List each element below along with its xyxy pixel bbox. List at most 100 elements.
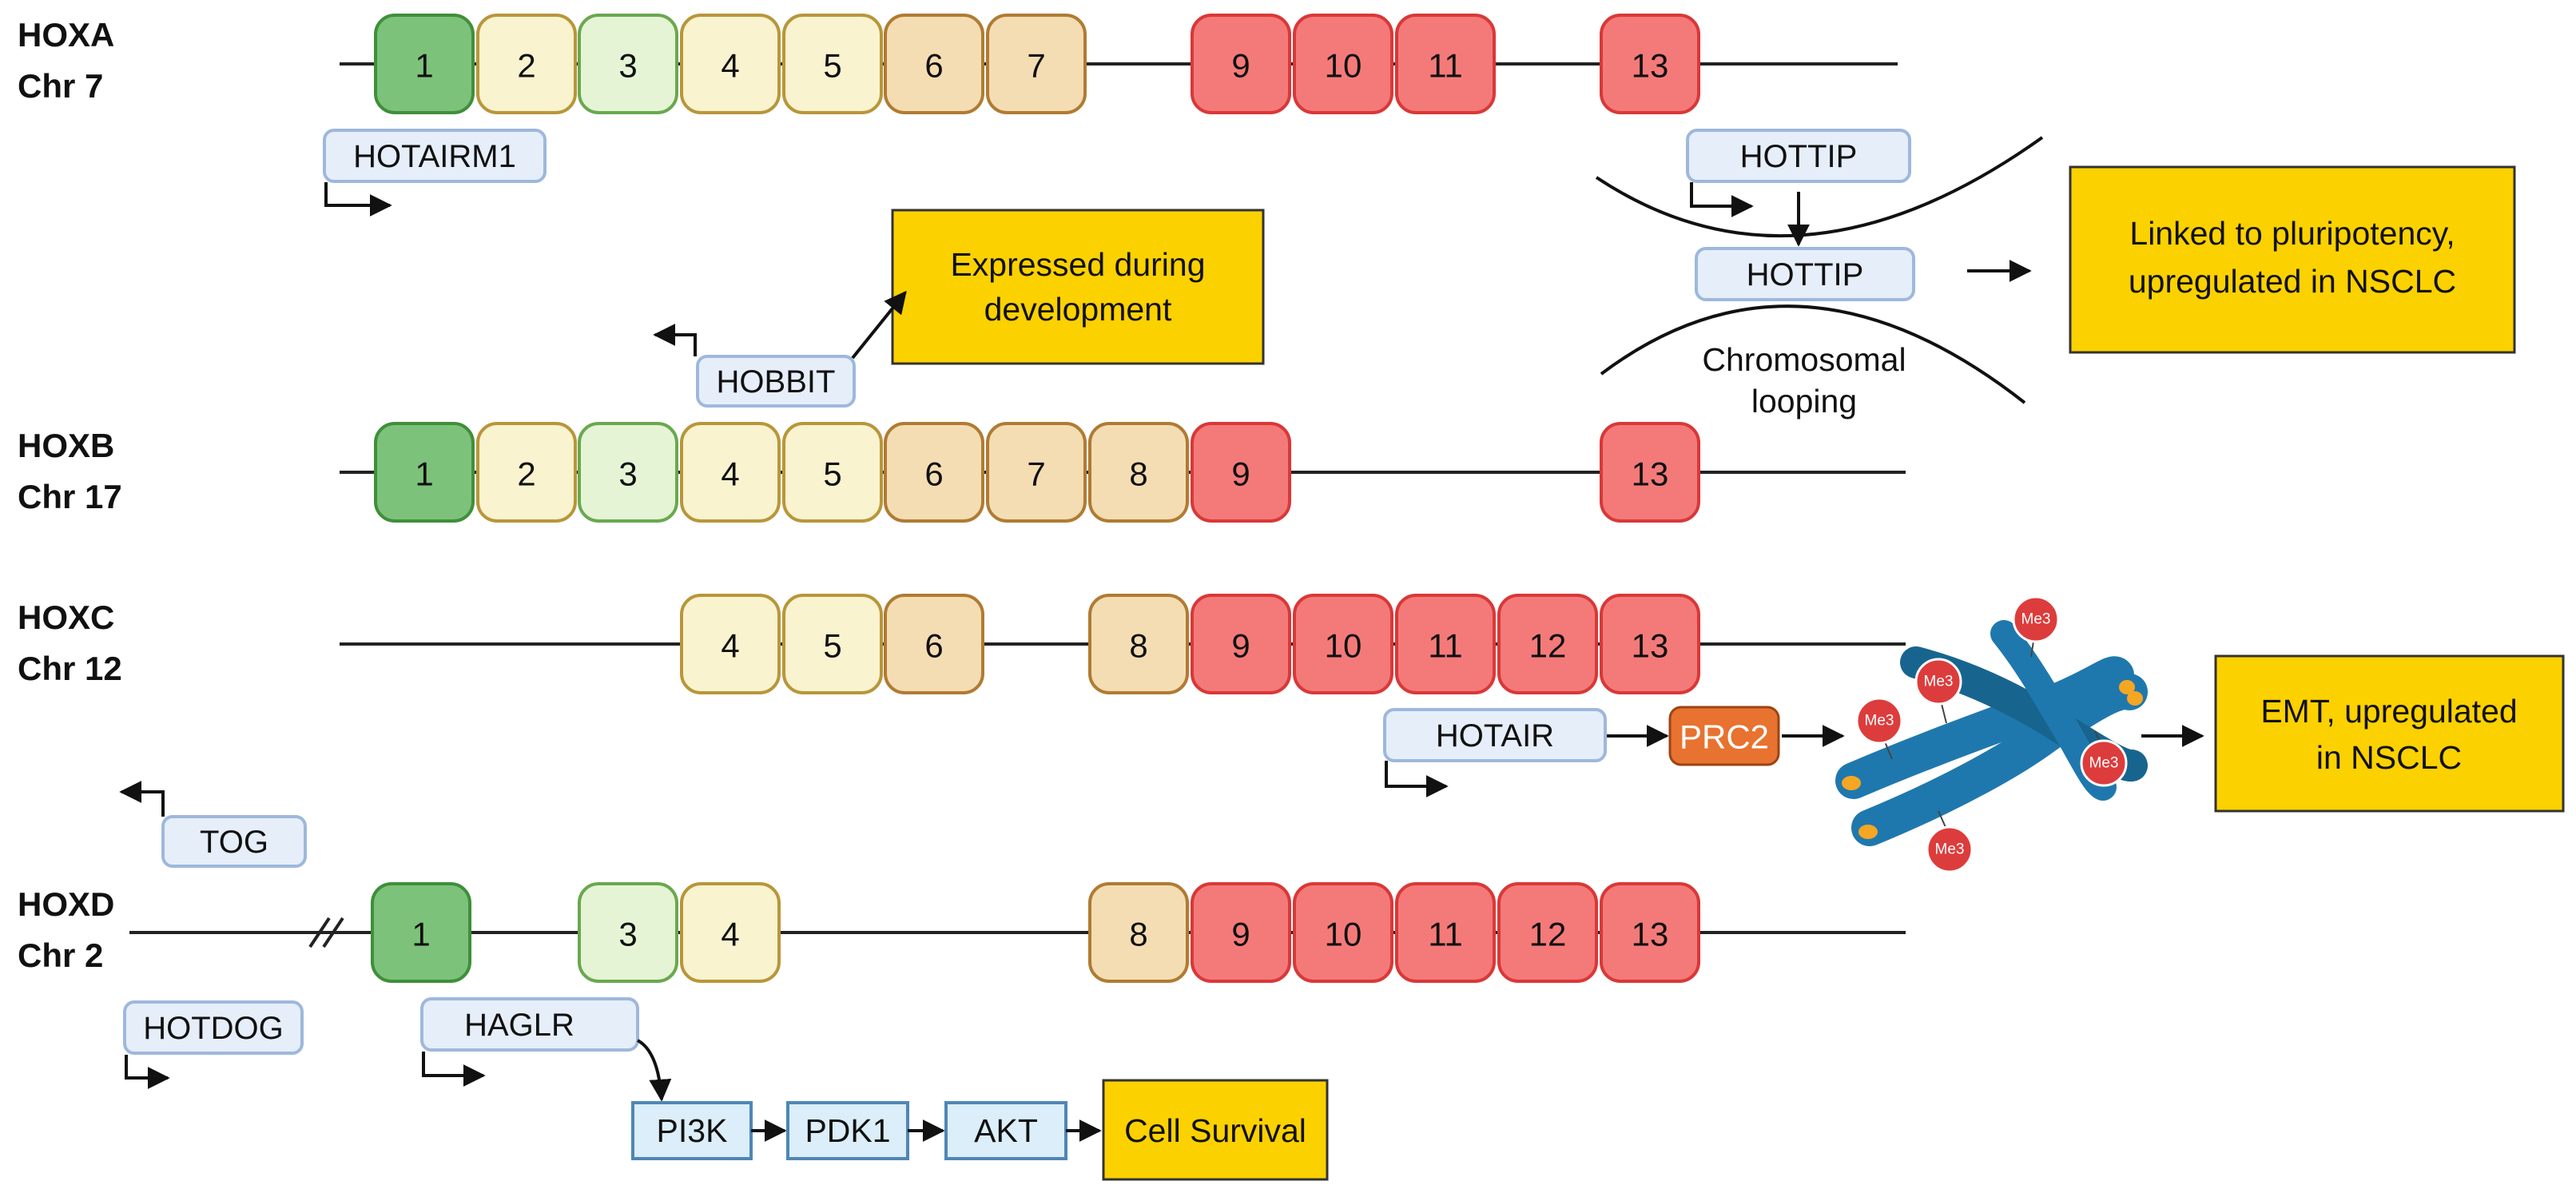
hottip-top-label: HOTTIP bbox=[1740, 139, 1858, 174]
hoxb-gene-2: 2 bbox=[476, 422, 577, 523]
hoxc-gene-4: 4 bbox=[680, 594, 781, 694]
hoxd-gene-label-12: 12 bbox=[1529, 916, 1567, 953]
hoxb-gene-label-4: 4 bbox=[721, 455, 739, 493]
haglr-tss-arrow bbox=[422, 1052, 486, 1087]
me3-label-1: Me3 bbox=[1865, 713, 1894, 730]
prc2-complex: PRC2 bbox=[1668, 706, 1780, 766]
hoxa-gene-label-2: 2 bbox=[517, 47, 535, 85]
prc2-label: PRC2 bbox=[1680, 718, 1769, 756]
emt-note-line1: EMT, upregulated bbox=[2260, 693, 2517, 730]
hoxa-gene-4: 4 bbox=[680, 14, 781, 114]
hobbit-tss-arrow bbox=[653, 324, 697, 356]
hoxa-gene-label-13: 13 bbox=[1632, 47, 1669, 85]
hoxb-gene-1: 1 bbox=[374, 422, 475, 523]
hoxa-gene-3: 3 bbox=[578, 14, 678, 114]
hoxa-gene-label-3: 3 bbox=[618, 47, 637, 85]
hoxd-gene-8: 8 bbox=[1088, 882, 1189, 983]
me3-mark-1: Me3 bbox=[1855, 697, 1903, 760]
hoxd-gene-label-10: 10 bbox=[1325, 916, 1362, 953]
me3-label-4: Me3 bbox=[2089, 755, 2119, 772]
hotdog-lncrna: HOTDOG bbox=[123, 1000, 304, 1055]
hoxb-gene-label-5: 5 bbox=[823, 455, 841, 493]
hoxa-gene-label-10: 10 bbox=[1325, 47, 1362, 85]
looping-label-line2: looping bbox=[1751, 383, 1857, 420]
hoxb-gene-label-9: 9 bbox=[1231, 455, 1250, 493]
hoxa-gene-5: 5 bbox=[782, 14, 883, 114]
hoxb-gene-5: 5 bbox=[782, 422, 883, 523]
hoxd-gene-12: 12 bbox=[1497, 882, 1598, 983]
hoxb-gene-9: 9 bbox=[1191, 422, 1291, 523]
hoxb-chr: Chr 17 bbox=[18, 478, 122, 515]
hoxa-gene-label-11: 11 bbox=[1428, 47, 1463, 85]
pi3k-label: PI3K bbox=[657, 1112, 728, 1149]
hoxb-gene-13: 13 bbox=[1600, 422, 1700, 523]
hoxa-genes: 1 2 3 4 5 6 7 9 10 11 13 bbox=[374, 14, 1700, 114]
hoxd-label: HOXD Chr 2 bbox=[18, 885, 114, 974]
hoxc-gene-8: 8 bbox=[1088, 594, 1189, 694]
hoxa-gene-9: 9 bbox=[1191, 14, 1291, 114]
pdk1-box: PDK1 bbox=[786, 1101, 909, 1160]
hotairm1-tss-arrow bbox=[324, 182, 392, 217]
hoxc-gene-label-10: 10 bbox=[1325, 627, 1362, 665]
hoxc-gene-6: 6 bbox=[884, 594, 984, 694]
me3-mark-4: Me3 bbox=[2080, 730, 2128, 787]
hoxd-chr: Chr 2 bbox=[18, 937, 103, 974]
hoxd-gene-3: 3 bbox=[578, 882, 678, 983]
hoxc-gene-13: 13 bbox=[1600, 594, 1700, 694]
hoxc-gene-label-12: 12 bbox=[1529, 627, 1567, 665]
hoxc-gene-5: 5 bbox=[782, 594, 883, 694]
me3-label-2: Me3 bbox=[1924, 674, 1954, 690]
hoxd-gene-9: 9 bbox=[1191, 882, 1291, 983]
development-note-line2: development bbox=[984, 291, 1172, 328]
hoxa-gene-7: 7 bbox=[986, 14, 1087, 114]
hoxb-gene-3: 3 bbox=[578, 422, 678, 523]
chromosome-break-icon bbox=[308, 917, 344, 948]
hoxc-gene-label-8: 8 bbox=[1129, 627, 1147, 665]
hoxd-gene-label-8: 8 bbox=[1129, 916, 1147, 953]
hoxc-gene-9: 9 bbox=[1191, 594, 1291, 694]
hoxd-gene-label-1: 1 bbox=[411, 916, 430, 953]
hoxb-gene-8: 8 bbox=[1088, 422, 1189, 523]
development-note-line1: Expressed during bbox=[950, 246, 1205, 283]
hoxb-gene-label-2: 2 bbox=[517, 455, 535, 493]
hoxa-gene-label-6: 6 bbox=[924, 47, 943, 85]
hoxb-name: HOXB bbox=[18, 427, 114, 464]
hotair-lncrna: HOTAIR bbox=[1383, 708, 1607, 762]
hoxd-gene-label-4: 4 bbox=[721, 916, 739, 953]
hoxa-gene-2: 2 bbox=[476, 14, 577, 114]
me3-mark-3: Me3 bbox=[2012, 595, 2060, 658]
hoxc-chr: Chr 12 bbox=[18, 650, 122, 687]
hoxa-gene-6: 6 bbox=[884, 14, 984, 114]
hoxc-gene-label-13: 13 bbox=[1632, 627, 1669, 665]
hoxd-gene-label-13: 13 bbox=[1632, 916, 1669, 953]
hoxc-gene-10: 10 bbox=[1293, 594, 1393, 694]
me3-label-5: Me3 bbox=[1935, 841, 1965, 858]
hoxc-gene-11: 11 bbox=[1395, 594, 1496, 694]
development-arrow bbox=[851, 290, 907, 360]
hoxc-gene-label-9: 9 bbox=[1231, 627, 1250, 665]
hobbit-label: HOBBIT bbox=[717, 364, 836, 400]
hoxc-gene-12: 12 bbox=[1497, 594, 1598, 694]
hobbit-lncrna: HOBBIT bbox=[696, 355, 856, 408]
hoxb-gene-label-8: 8 bbox=[1129, 455, 1147, 493]
haglr-lncrna: HAGLR bbox=[420, 997, 639, 1052]
me3-mark-2: Me3 bbox=[1914, 658, 1962, 724]
hoxa-gene-label-1: 1 bbox=[415, 47, 433, 85]
hottip-loop-label: HOTTIP bbox=[1747, 257, 1864, 292]
hoxd-name: HOXD bbox=[18, 885, 114, 923]
tog-lncrna: TOG bbox=[161, 815, 307, 868]
hoxa-gene-13: 13 bbox=[1600, 14, 1700, 114]
haglr-label: HAGLR bbox=[464, 1008, 574, 1043]
hoxd-gene-label-11: 11 bbox=[1428, 916, 1463, 953]
emt-note-line2: in NSCLC bbox=[2316, 739, 2462, 776]
emt-note: EMT, upregulated in NSCLC bbox=[2214, 654, 2565, 813]
looping-label-line1: Chromosomal bbox=[1702, 341, 1906, 378]
hoxb-gene-label-7: 7 bbox=[1027, 455, 1045, 493]
hoxd-gene-10: 10 bbox=[1293, 882, 1393, 983]
hoxc-gene-label-11: 11 bbox=[1428, 627, 1463, 665]
hoxa-gene-label-4: 4 bbox=[721, 47, 739, 85]
hoxa-gene-label-7: 7 bbox=[1027, 47, 1045, 85]
hottip-tss-arrow bbox=[1690, 182, 1754, 217]
hoxa-gene-label-9: 9 bbox=[1231, 47, 1250, 85]
